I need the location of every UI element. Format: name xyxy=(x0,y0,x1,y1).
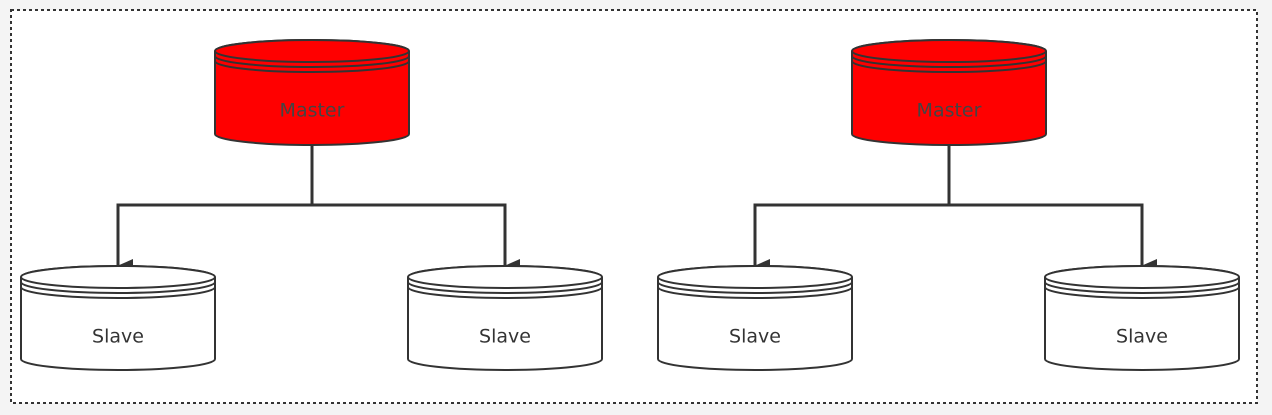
connector-master1-slave1 xyxy=(116,145,314,273)
cylinder-ring xyxy=(20,286,216,299)
cylinder-ring xyxy=(1044,281,1240,294)
master-database-1: Master xyxy=(214,39,410,146)
slave-label-4: Slave xyxy=(1116,326,1168,348)
slave-label-3: Slave xyxy=(729,326,781,348)
slave-label-1: Slave xyxy=(92,326,144,348)
master-database-2: Master xyxy=(851,39,1047,146)
cylinder-ring xyxy=(407,286,603,299)
cylinder-top xyxy=(214,39,410,63)
slave-database-2: Slave xyxy=(407,265,603,371)
master-label-2: Master xyxy=(917,100,982,122)
cylinder-top xyxy=(1044,265,1240,289)
cylinder-ring xyxy=(1044,286,1240,299)
cylinder-ring xyxy=(214,55,410,68)
cylinder-ring xyxy=(851,60,1047,73)
slave-database-4: Slave xyxy=(1044,265,1240,371)
cylinder-ring xyxy=(657,281,853,294)
cylinder-top xyxy=(20,265,216,289)
cylinder-ring xyxy=(407,281,603,294)
cylinder-top xyxy=(407,265,603,289)
cylinder-top xyxy=(851,39,1047,63)
slave-database-1: Slave xyxy=(20,265,216,371)
cylinder-top xyxy=(657,265,853,289)
connector-master2-slave1 xyxy=(753,145,951,273)
connector-master2-slave2 xyxy=(949,203,1157,273)
cylinder-ring xyxy=(214,60,410,73)
connector-master1-slave2 xyxy=(312,203,520,273)
cylinder-ring xyxy=(851,55,1047,68)
master-label-1: Master xyxy=(280,100,345,122)
cylinder-ring xyxy=(20,281,216,294)
cylinder-ring xyxy=(657,286,853,299)
slave-database-3: Slave xyxy=(657,265,853,371)
slave-label-2: Slave xyxy=(479,326,531,348)
